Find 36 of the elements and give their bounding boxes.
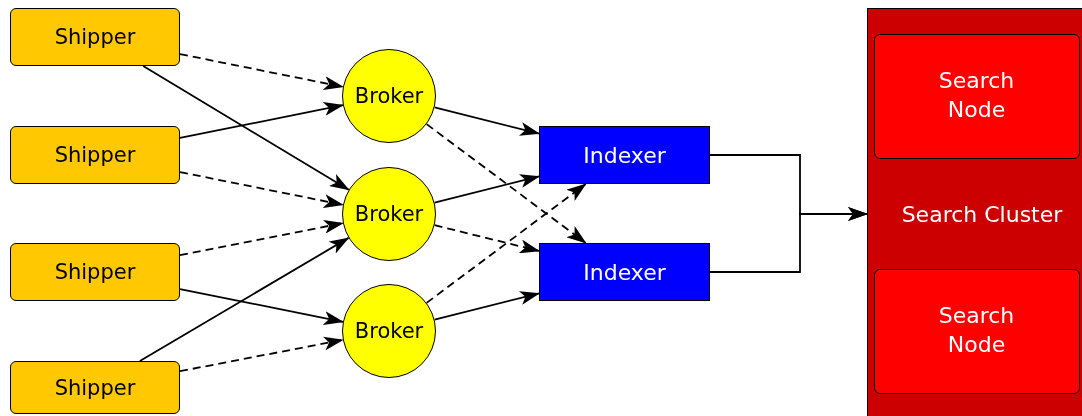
node-label: Search Cluster <box>900 201 1064 227</box>
indexer-box <box>539 243 710 301</box>
shipper-box <box>10 243 180 301</box>
search-node-box <box>873 268 1080 394</box>
shipper-box <box>10 126 180 184</box>
node-label: Broker <box>354 319 424 343</box>
node-label: Search Node <box>937 67 1016 124</box>
arrow <box>139 237 350 362</box>
arrow <box>433 224 540 254</box>
arrow <box>425 123 587 244</box>
node-label: Shipper <box>54 25 136 49</box>
node-label: Indexer <box>583 259 666 285</box>
node-label: Broker <box>354 202 424 226</box>
arrow <box>709 207 868 273</box>
node-label: Search Node <box>937 302 1016 359</box>
arrow <box>179 171 344 208</box>
arrow <box>179 219 344 257</box>
shipper-box <box>10 361 180 414</box>
node-label: Shipper <box>54 260 136 284</box>
arrow <box>179 336 344 373</box>
node-label: Shipper <box>54 143 136 167</box>
arrow <box>433 291 540 321</box>
arrow <box>433 106 540 136</box>
arrow <box>179 102 344 139</box>
arrow <box>433 174 540 204</box>
node-label: Broker <box>354 84 424 108</box>
arrow <box>142 65 350 191</box>
indexer-box <box>539 126 710 184</box>
cluster-panel <box>867 8 1082 416</box>
search-node-box <box>873 33 1080 159</box>
arrow <box>179 288 344 325</box>
arrow <box>179 53 344 90</box>
node-label: Indexer <box>583 142 666 168</box>
node-label: Shipper <box>54 375 136 400</box>
shipper-box <box>10 8 180 66</box>
arrow <box>425 183 587 304</box>
